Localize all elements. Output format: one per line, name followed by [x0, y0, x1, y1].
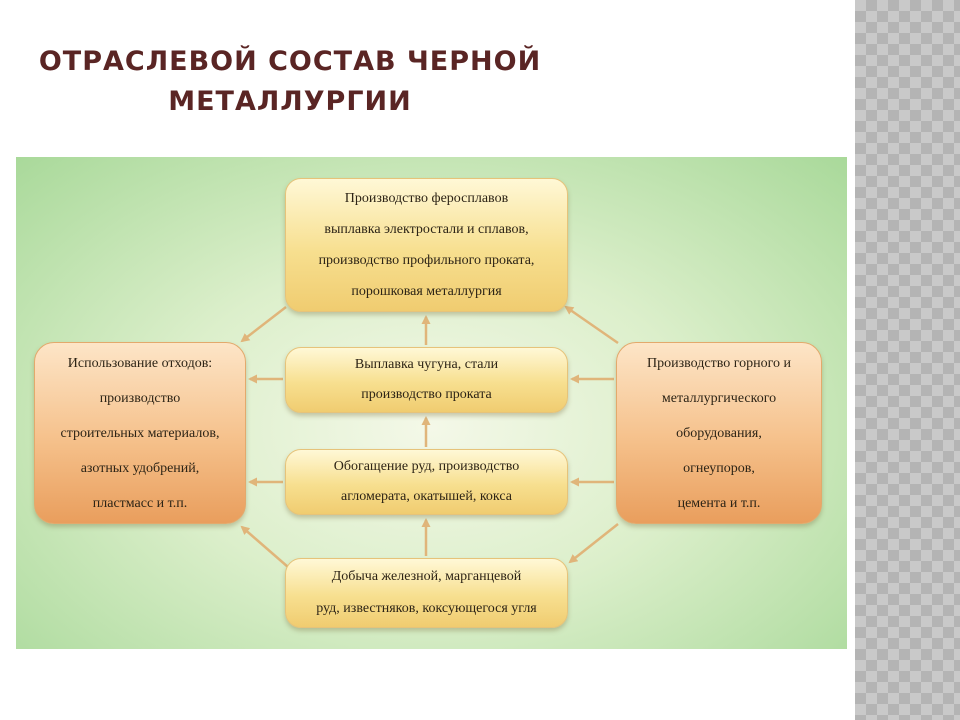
arrow-right-to-top — [564, 305, 619, 345]
box-equipment-production: Производство горного и металлургического… — [616, 342, 822, 524]
box-mid2-line2: агломерата, окатышей, кокса — [341, 489, 512, 504]
box-top-line4: порошковая металлургия — [351, 284, 502, 299]
box-top-line2: выплавка электростали и сплавов, — [324, 222, 529, 237]
box-left-line4: азотных удобрений, — [80, 460, 200, 476]
box-right-line1: Производство горного и — [647, 355, 791, 371]
box-right-line4: огнеупоров, — [683, 460, 755, 476]
box-mid2-line1: Обогащение руд, производство — [333, 459, 520, 474]
box-ore-enrichment: Обогащение руд, производство агломерата,… — [285, 449, 568, 515]
arrow-bottom-to-left — [240, 525, 289, 568]
box-right-line3: оборудования, — [676, 425, 762, 441]
box-top-line1: Производство феросплавов — [344, 191, 509, 206]
box-left-line5: пластмасс и т.п. — [92, 495, 188, 511]
box-iron-steel-smelting: Выплавка чугуна, стали производство прок… — [285, 347, 568, 413]
box-right-line5: цемента и т.п. — [677, 495, 761, 511]
slide-title-line1: ОТРАСЛЕВОЙ СОСТАВ ЧЕРНОЙ — [38, 46, 542, 77]
box-left-line2: производство — [99, 390, 181, 406]
slide-title: ОТРАСЛЕВОЙ СОСТАВ ЧЕРНОЙ МЕТАЛЛУРГИИ — [20, 42, 560, 122]
box-bottom-line1: Добыча железной, марганцевой — [331, 569, 522, 584]
box-waste-utilization: Использование отходов: производство стро… — [34, 342, 246, 524]
industry-structure-diagram: Производство феросплавов выплавка электр… — [16, 157, 847, 649]
side-pattern-decoration — [855, 0, 960, 720]
box-top-line3: производство профильного проката, — [318, 253, 535, 268]
diagram-arrows — [240, 305, 619, 568]
box-ore-mining: Добыча железной, марганцевой руд, извест… — [285, 558, 568, 628]
slide-title-line2: МЕТАЛЛУРГИИ — [168, 86, 412, 117]
box-mid1-line2: производство проката — [361, 387, 492, 402]
box-mid1-line1: Выплавка чугуна, стали — [354, 357, 499, 372]
box-left-line1: Использование отходов: — [67, 355, 213, 371]
box-right-line2: металлургического — [661, 390, 777, 406]
box-left-line3: строительных материалов, — [60, 425, 220, 441]
box-bottom-line2: руд, известняков, коксующегося угля — [316, 601, 537, 616]
arrow-right-to-bottom — [568, 523, 619, 564]
arrow-top-to-left — [240, 306, 287, 343]
box-ferroalloys-production: Производство феросплавов выплавка электр… — [285, 178, 568, 312]
